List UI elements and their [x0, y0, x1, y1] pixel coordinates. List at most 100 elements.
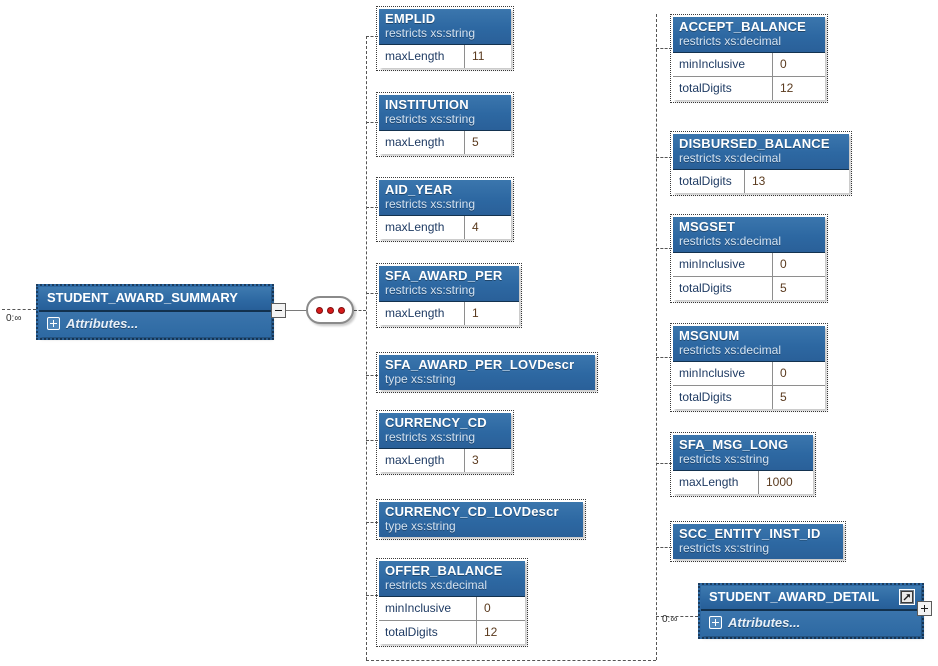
node-accept-balance[interactable]: ACCEPT_BALANCE restricts xs:decimal minI… [670, 14, 828, 103]
facet-value: 0 [780, 257, 787, 271]
node-aid-year-inner: AID_YEAR restricts xs:string maxLength 4 [379, 180, 511, 239]
branch-sfa-award-per-lovdescr [366, 375, 378, 376]
node-institution-name: INSTITUTION [385, 97, 469, 112]
facet-value: 0 [780, 57, 787, 71]
node-emplid-inner: EMPLID restricts xs:string maxLength 11 [379, 9, 511, 68]
child-trunk-right [656, 14, 657, 660]
node-sfa-msg-long-inner: SFA_MSG_LONG restricts xs:string maxLeng… [673, 435, 813, 494]
node-sfa-award-per[interactable]: SFA_AWARD_PER restricts xs:string maxLen… [376, 263, 522, 328]
node-disbursed-balance-name: DISBURSED_BALANCE [679, 136, 830, 151]
node-scc-entity-inst-id[interactable]: SCC_ENTITY_INST_ID restricts xs:string [670, 521, 846, 562]
node-emplid-name: EMPLID [385, 11, 436, 26]
node-msgnum-inner: MSGNUM restricts xs:decimal minInclusive… [673, 326, 825, 409]
node-sfa-award-per-facets: maxLength 1 [379, 302, 519, 325]
facet-row: totalDigits 13 [673, 170, 849, 193]
element-student-award-summary[interactable]: STUDENT_AWARD_SUMMARY Attributes... [36, 284, 274, 340]
node-offer-balance-name: OFFER_BALANCE [385, 563, 503, 578]
node-accept-balance-inner: ACCEPT_BALANCE restricts xs:decimal minI… [673, 17, 825, 100]
node-currency-cd-lovdescr[interactable]: CURRENCY_CD_LOVDescr type xs:string [376, 499, 586, 540]
node-aid-year[interactable]: AID_YEAR restricts xs:string maxLength 4 [376, 177, 514, 242]
branch-offer-balance [366, 595, 378, 596]
node-offer-balance[interactable]: OFFER_BALANCE restricts xs:decimal minIn… [376, 558, 528, 647]
sequence-to-trunk-connector [354, 310, 366, 311]
node-sfa-award-per-type: restricts xs:string [385, 283, 476, 297]
external-reference-icon[interactable] [899, 589, 915, 605]
node-msgset[interactable]: MSGSET restricts xs:decimal minInclusive… [670, 214, 828, 303]
node-msgset-header: MSGSET restricts xs:decimal [673, 217, 825, 253]
element-student-award-detail-inner: STUDENT_AWARD_DETAIL Attributes... [701, 586, 921, 636]
facet-row: minInclusive 0 [379, 597, 525, 621]
node-disbursed-balance-header: DISBURSED_BALANCE restricts xs:decimal [673, 134, 849, 170]
facet-value: 4 [472, 220, 479, 234]
node-scc-entity-inst-id-type: restricts xs:string [679, 541, 770, 555]
minus-expander-icon[interactable] [271, 303, 286, 318]
facet-value: 5 [780, 390, 787, 404]
plus-square-icon[interactable] [47, 317, 60, 330]
node-currency-cd[interactable]: CURRENCY_CD restricts xs:string maxLengt… [376, 410, 514, 475]
node-currency-cd-lovdescr-header: CURRENCY_CD_LOVDescr type xs:string [379, 502, 583, 537]
node-sfa-msg-long-type: restricts xs:string [679, 452, 770, 466]
facet-row: minInclusive 0 [673, 253, 825, 277]
facet-value: 12 [780, 81, 794, 95]
node-disbursed-balance[interactable]: DISBURSED_BALANCE restricts xs:decimal t… [670, 131, 852, 196]
plus-expander-icon[interactable] [917, 601, 932, 616]
node-currency-cd-name: CURRENCY_CD [385, 415, 487, 430]
root-cardinality-label: 0:∞ [6, 313, 22, 324]
element-student-award-summary-attributes-row[interactable]: Attributes... [39, 312, 271, 336]
sequence-dot-3 [337, 306, 345, 314]
facet-key: maxLength [379, 45, 465, 68]
node-aid-year-type: restricts xs:string [385, 197, 476, 211]
facet-value: 13 [752, 174, 766, 188]
node-accept-balance-facets: minInclusive 0 totalDigits 12 [673, 53, 825, 100]
facet-value: 3 [472, 453, 479, 467]
facet-row: maxLength 3 [379, 449, 511, 472]
facet-row: maxLength 1 [379, 302, 519, 325]
branch-currency-cd-lovdescr [366, 522, 378, 523]
plus-square-icon[interactable] [709, 616, 722, 629]
node-sfa-award-per-name: SFA_AWARD_PER [385, 268, 503, 283]
node-currency-cd-inner: CURRENCY_CD restricts xs:string maxLengt… [379, 413, 511, 472]
node-currency-cd-facets: maxLength 3 [379, 449, 511, 472]
facet-key: minInclusive [379, 597, 477, 620]
node-sfa-msg-long-facets: maxLength 1000 [673, 471, 813, 494]
element-student-award-detail-title: STUDENT_AWARD_DETAIL [709, 589, 880, 604]
node-sfa-award-per-lovdescr-header: SFA_AWARD_PER_LOVDescr type xs:string [379, 355, 595, 390]
branch-msgset [656, 248, 672, 249]
element-student-award-detail-attributes-row[interactable]: Attributes... [701, 611, 921, 635]
facet-row: totalDigits 12 [379, 621, 525, 644]
facet-key: totalDigits [673, 170, 745, 193]
node-currency-cd-header: CURRENCY_CD restricts xs:string [379, 413, 511, 449]
node-msgnum-header: MSGNUM restricts xs:decimal [673, 326, 825, 362]
element-student-award-summary-header: STUDENT_AWARD_SUMMARY [39, 287, 271, 312]
node-institution-header: INSTITUTION restricts xs:string [379, 95, 511, 131]
node-sfa-award-per-inner: SFA_AWARD_PER restricts xs:string maxLen… [379, 266, 519, 325]
node-institution-type: restricts xs:string [385, 112, 476, 126]
node-msgnum-name: MSGNUM [679, 328, 740, 343]
facet-row: totalDigits 5 [673, 386, 825, 409]
node-sfa-award-per-lovdescr-name: SFA_AWARD_PER_LOVDescr [385, 357, 575, 372]
node-sfa-msg-long[interactable]: SFA_MSG_LONG restricts xs:string maxLeng… [670, 432, 816, 497]
node-sfa-award-per-header: SFA_AWARD_PER restricts xs:string [379, 266, 519, 302]
sequence-compositor[interactable] [306, 296, 354, 324]
node-accept-balance-name: ACCEPT_BALANCE [679, 19, 807, 34]
node-sfa-award-per-lovdescr[interactable]: SFA_AWARD_PER_LOVDescr type xs:string [376, 352, 598, 393]
node-msgnum[interactable]: MSGNUM restricts xs:decimal minInclusive… [670, 323, 828, 412]
node-scc-entity-inst-id-name: SCC_ENTITY_INST_ID [679, 526, 821, 541]
facet-value: 0 [484, 601, 491, 615]
facet-value: 1000 [766, 475, 793, 489]
node-msgnum-facets: minInclusive 0 totalDigits 5 [673, 362, 825, 409]
branch-sfa-msg-long [656, 463, 672, 464]
node-sfa-msg-long-name: SFA_MSG_LONG [679, 437, 789, 452]
node-currency-cd-lovdescr-inner: CURRENCY_CD_LOVDescr type xs:string [379, 502, 583, 537]
node-institution[interactable]: INSTITUTION restricts xs:string maxLengt… [376, 92, 514, 157]
element-student-award-detail[interactable]: STUDENT_AWARD_DETAIL Attributes... [698, 583, 924, 639]
facet-row: minInclusive 0 [673, 53, 825, 77]
node-disbursed-balance-facets: totalDigits 13 [673, 170, 849, 193]
facet-value: 0 [780, 366, 787, 380]
node-emplid[interactable]: EMPLID restricts xs:string maxLength 11 [376, 6, 514, 71]
node-aid-year-name: AID_YEAR [385, 182, 453, 197]
node-offer-balance-header: OFFER_BALANCE restricts xs:decimal [379, 561, 525, 597]
branch-disbursed-balance [656, 157, 672, 158]
facet-value: 5 [472, 135, 479, 149]
